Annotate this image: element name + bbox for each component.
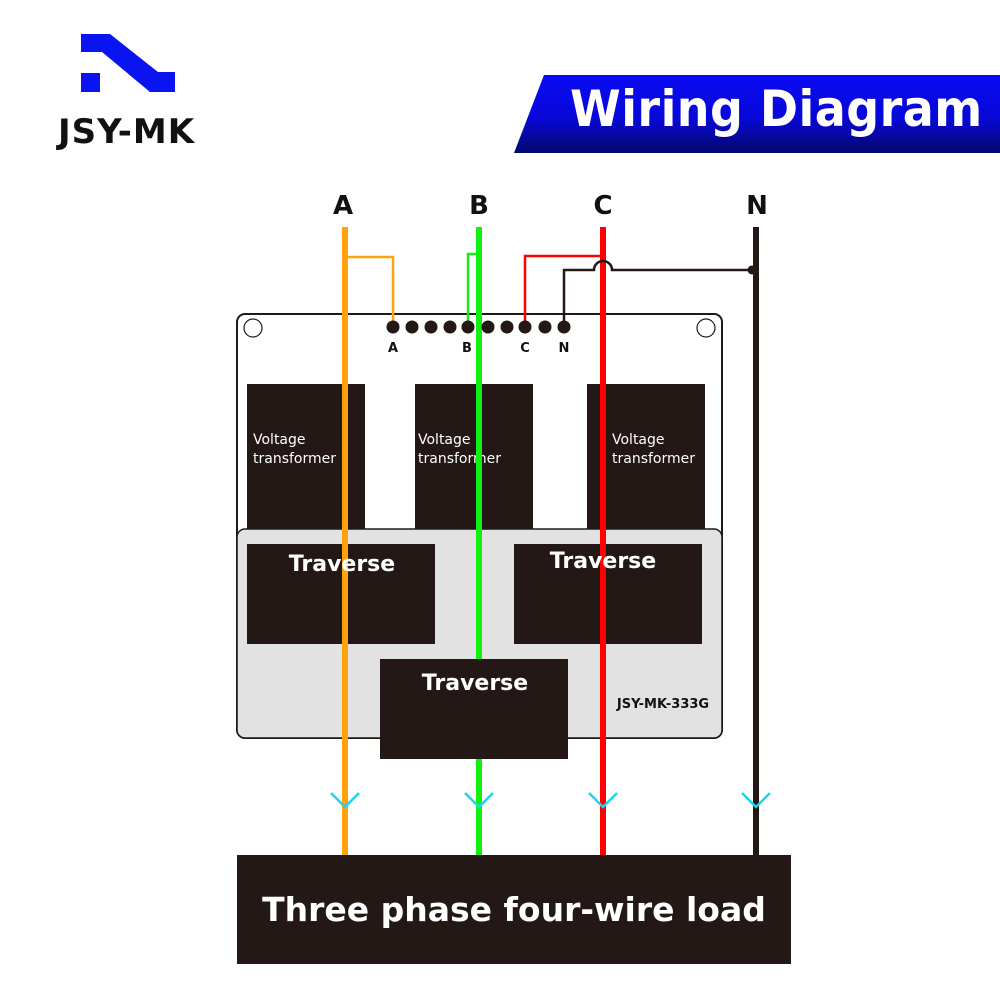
traverse-2-label: Traverse [422,671,528,696]
page-title: Wiring Diagram [570,80,983,138]
arrow-down-icon-b [464,792,494,809]
traverse-2 [380,659,568,759]
tap-wire-a [345,255,395,326]
line-label-c: C [593,191,612,221]
terminal-2 [405,320,419,334]
logo-mark-square [81,73,100,92]
vt1-label-line1: Voltage [253,432,306,448]
vt3-label-line1: Voltage [612,432,665,448]
traverse-3 [514,544,702,644]
tap-wire-c [523,254,603,326]
line-label-b: B [469,191,489,221]
voltage-transformer-2 [415,384,533,530]
mount-hole-left [243,318,263,338]
title-banner [514,75,1000,153]
terminal-5 [461,320,475,334]
terminal-block [386,320,571,334]
traverse-1 [247,544,435,644]
tap-wire-b [466,252,479,326]
terminal-label-a: A [388,341,398,356]
load-box [237,855,791,964]
arrow-down-icon-c [588,792,618,809]
load-label: Three phase four-wire load [262,890,766,929]
vt1-label-line2: transformer [253,451,336,467]
junction-n [747,265,757,275]
line-label-a: A [333,191,353,221]
terminal-label-b: B [462,341,472,356]
terminal-1 [386,320,400,334]
mount-hole-right [696,318,716,338]
vt2-label-line1: Voltage [418,432,471,448]
terminal-label-c: C [520,341,530,356]
vt3-label-line2: transformer [612,451,695,467]
terminal-9 [538,320,552,334]
brand-name: JSY-MK [58,112,196,152]
terminal-7 [500,320,514,334]
brand-logo-icon [81,34,175,92]
arrow-down-icon-a [330,792,360,809]
traverse-3-label: Traverse [550,549,656,574]
terminal-10 [557,320,571,334]
terminal-3 [424,320,438,334]
arrow-down-icon-n [741,792,771,809]
terminal-label-n: N [559,341,570,356]
line-label-n: N [746,191,768,221]
model-label: JSY-MK-333G [616,697,709,712]
logo-mark-slash [81,34,175,92]
tap-wire-n [562,259,756,326]
terminal-4 [443,320,457,334]
vt2-label-line2: transformer [418,451,501,467]
terminal-6 [481,320,495,334]
traverse-1-label: Traverse [289,552,395,577]
terminal-8 [518,320,532,334]
voltage-transformer-3 [587,384,705,530]
